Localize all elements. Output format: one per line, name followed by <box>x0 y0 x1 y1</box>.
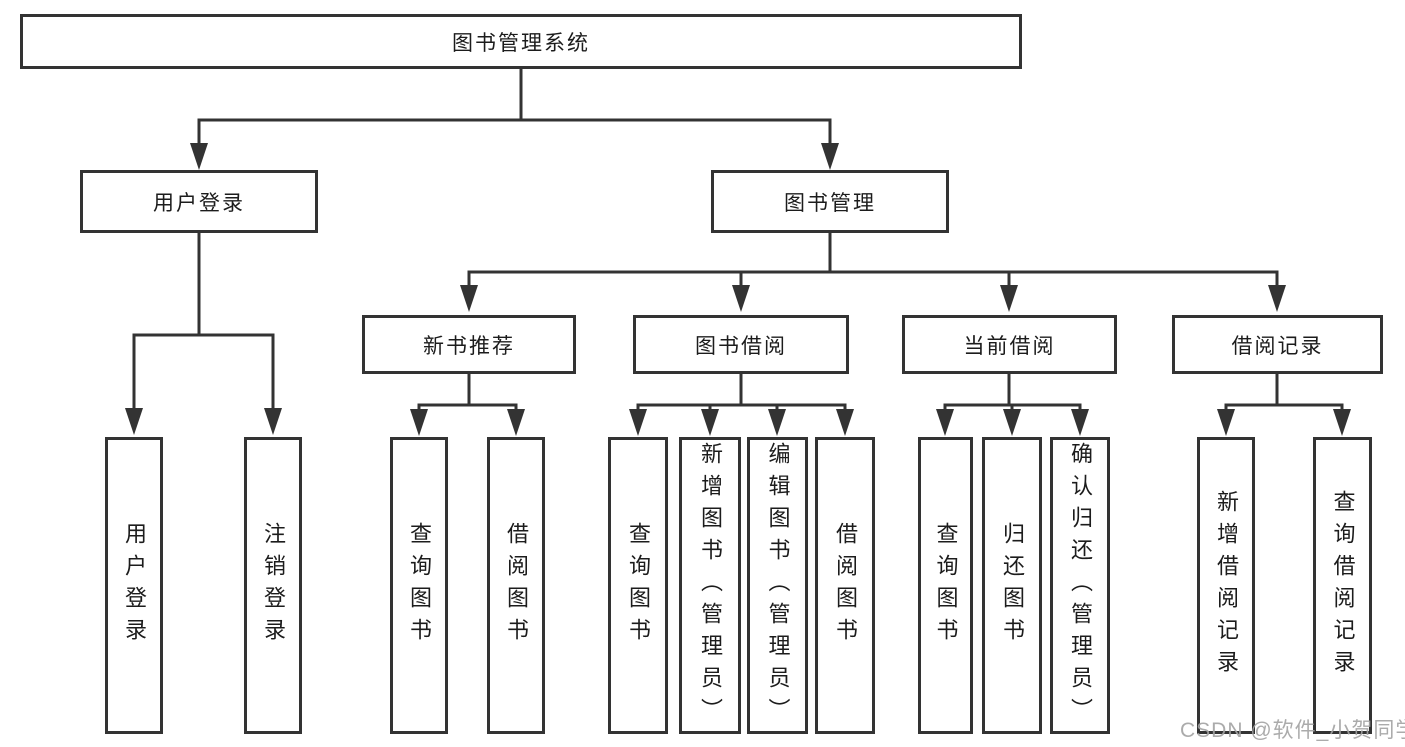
node-new-book-recommend-label: 新书推荐 <box>423 334 515 358</box>
node-borrow-records: 借阅记录 <box>1172 315 1383 374</box>
node-current-borrow-label: 当前借阅 <box>963 334 1056 358</box>
node-leaf-borrow-books-1: 借阅图书 <box>487 437 545 734</box>
connector-new-book-recommend-children <box>410 374 525 436</box>
connector-book-management-children <box>460 233 1286 312</box>
node-leaf-add-borrow-record: 新增借阅记录 <box>1197 437 1255 734</box>
node-book-borrow-label: 图书借阅 <box>695 334 787 358</box>
node-leaf-query-books-2: 查询图书 <box>608 437 668 734</box>
node-leaf-user-login: 用户登录 <box>105 437 163 734</box>
connector-current-borrow-children <box>936 374 1089 436</box>
node-new-book-recommend: 新书推荐 <box>362 315 576 374</box>
node-root: 图书管理系统 <box>20 14 1022 69</box>
node-user-login-label: 用户登录 <box>153 191 245 215</box>
node-leaf-logout: 注销登录 <box>244 437 302 734</box>
connector-borrow-records-children <box>1217 374 1351 436</box>
node-current-borrow: 当前借阅 <box>902 315 1117 374</box>
connector-book-borrow-children <box>629 374 854 436</box>
node-leaf-borrow-books-2: 借阅图书 <box>815 437 875 734</box>
node-borrow-records-label: 借阅记录 <box>1231 334 1324 358</box>
node-leaf-query-books-1: 查询图书 <box>390 437 448 734</box>
csdn-watermark: CSDN @软件_小贺同学 <box>1180 719 1405 742</box>
connector-root-to-level2 <box>190 69 839 170</box>
node-book-borrow: 图书借阅 <box>633 315 849 374</box>
node-root-label: 图书管理系统 <box>452 31 590 55</box>
node-user-login: 用户登录 <box>80 170 318 233</box>
node-book-management-label: 图书管理 <box>784 191 876 215</box>
node-leaf-confirm-return-admin: 确认归还（管理员） <box>1050 437 1110 734</box>
node-leaf-query-borrow-record: 查询借阅记录 <box>1313 437 1372 734</box>
connector-user-login-children <box>125 233 282 435</box>
node-leaf-return-book: 归还图书 <box>982 437 1042 734</box>
node-book-management: 图书管理 <box>711 170 949 233</box>
node-leaf-edit-book-admin: 编辑图书（管理员） <box>747 437 808 734</box>
node-leaf-query-books-3: 查询图书 <box>918 437 973 734</box>
node-leaf-add-book-admin: 新增图书（管理员） <box>679 437 741 734</box>
